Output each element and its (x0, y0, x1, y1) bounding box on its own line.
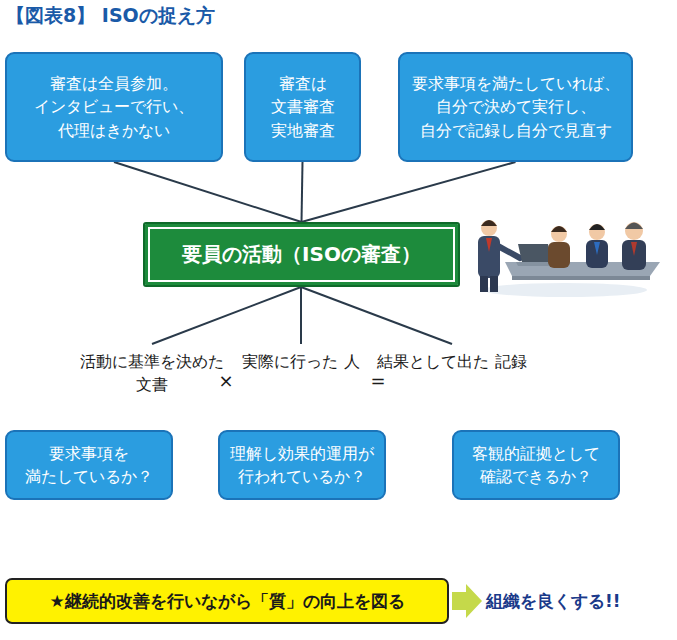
term-label: 活動に基準を決めた 文書 (62, 350, 242, 396)
box-text: 審査は全員参加。 インタビューで行い、 代理はきかない (7, 72, 221, 142)
connector-line (302, 162, 516, 222)
box-text: 客観的証拠として 確認できるか？ (454, 442, 618, 488)
figure-title: 【図表8】 ISOの捉え方 (6, 3, 215, 29)
statement-box: 審査は全員参加。 インタビューで行い、 代理はきかない (5, 52, 223, 162)
statement-box: 要求事項を満たしていれば、 自分で決めて実行し、 自分で記録し自分で見直す (398, 52, 633, 162)
meeting-illustration (478, 220, 660, 297)
box-text: 審査は 文書審査 実地審査 (246, 72, 359, 142)
leader-lines (152, 287, 452, 344)
box-text: 理解し効果的運用が 行われているか？ (220, 442, 384, 488)
operator-symbol: = (366, 368, 390, 394)
arrow-shape (452, 584, 482, 618)
box-text: ★継続的改善を行いながら「質」の向上を図る (41, 589, 412, 614)
box-text: 要求事項を 満たしているか？ (7, 442, 171, 488)
connector-line (114, 162, 302, 222)
conclusion-text: 組織を良くする!! (486, 589, 666, 614)
statement-box: 審査は 文書審査 実地審査 (244, 52, 361, 162)
activity-box: 要員の活動（ISOの審査） (143, 222, 460, 287)
question-box: 要求事項を 満たしているか？ (5, 430, 173, 500)
question-box: 客観的証拠として 確認できるか？ (452, 430, 620, 500)
connector-line (302, 162, 303, 222)
operator-symbol: × (214, 368, 238, 394)
box-text: 要求事項を満たしていれば、 自分で決めて実行し、 自分で記録し自分で見直す (400, 72, 631, 142)
term-label: 結果として出た 記録 (377, 350, 527, 373)
box-text: 要員の活動（ISOの審査） (174, 240, 429, 269)
question-box: 理解し効果的運用が 行われているか？ (218, 430, 386, 500)
improvement-band: ★継続的改善を行いながら「質」の向上を図る (5, 578, 449, 624)
term-label: 実際に行った 人 (226, 350, 376, 373)
